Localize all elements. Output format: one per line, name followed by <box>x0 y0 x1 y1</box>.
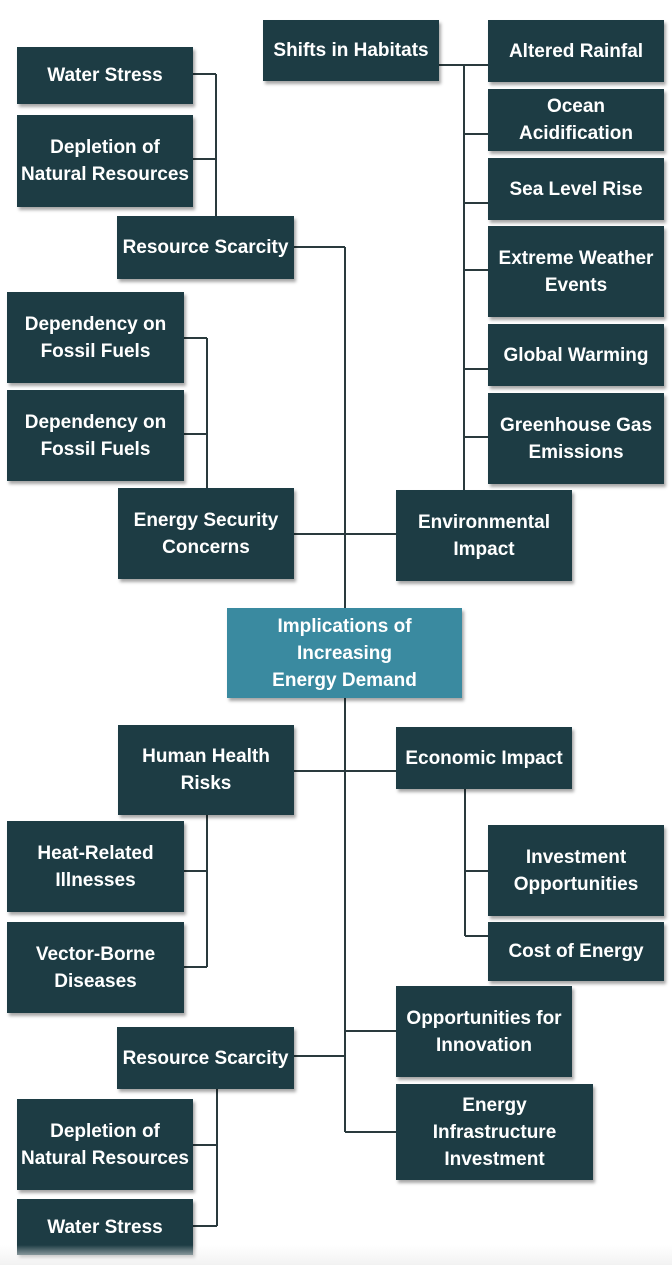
investment-opportunities-node: Investment Opportunities <box>488 825 664 916</box>
depletion-node-top: Depletion of Natural Resources <box>17 115 193 207</box>
infrastructure-investment-node: Energy Infrastructure Investment <box>396 1084 593 1180</box>
resource-scarcity-node-bottom: Resource Scarcity <box>117 1027 294 1089</box>
shifts-in-habitats-node: Shifts in Habitats <box>263 20 439 81</box>
heat-related-node: Heat-Related Illnesses <box>7 821 184 912</box>
extreme-weather-node: Extreme Weather Events <box>488 226 664 317</box>
energy-security-node: Energy Security Concerns <box>118 488 294 579</box>
depletion-node-bottom: Depletion of Natural Resources <box>17 1099 193 1190</box>
economic-impact-node: Economic Impact <box>396 727 572 789</box>
water-stress-node-bottom: Water Stress <box>17 1199 193 1255</box>
fossil-dependency-node-1: Dependency on Fossil Fuels <box>7 292 184 383</box>
vector-borne-node: Vector-Borne Diseases <box>7 922 184 1013</box>
global-warming-node: Global Warming <box>488 324 664 386</box>
ocean-acidification-node: Ocean Acidification <box>488 89 664 151</box>
water-stress-node-top: Water Stress <box>17 47 193 104</box>
opportunities-innovation-node: Opportunities for Innovation <box>396 986 572 1077</box>
human-health-node: Human Health Risks <box>118 725 294 815</box>
central-topic: Implications of Increasing Energy Demand <box>227 608 462 698</box>
greenhouse-gas-node: Greenhouse Gas Emissions <box>488 393 664 484</box>
resource-scarcity-node-top: Resource Scarcity <box>117 216 294 279</box>
altered-rainfall-node: Altered Rainfal <box>488 20 664 82</box>
cost-of-energy-node: Cost of Energy <box>488 922 664 981</box>
environmental-impact-node: Environmental Impact <box>396 490 572 581</box>
sea-level-rise-node: Sea Level Rise <box>488 158 664 220</box>
fossil-dependency-node-2: Dependency on Fossil Fuels <box>7 390 184 481</box>
